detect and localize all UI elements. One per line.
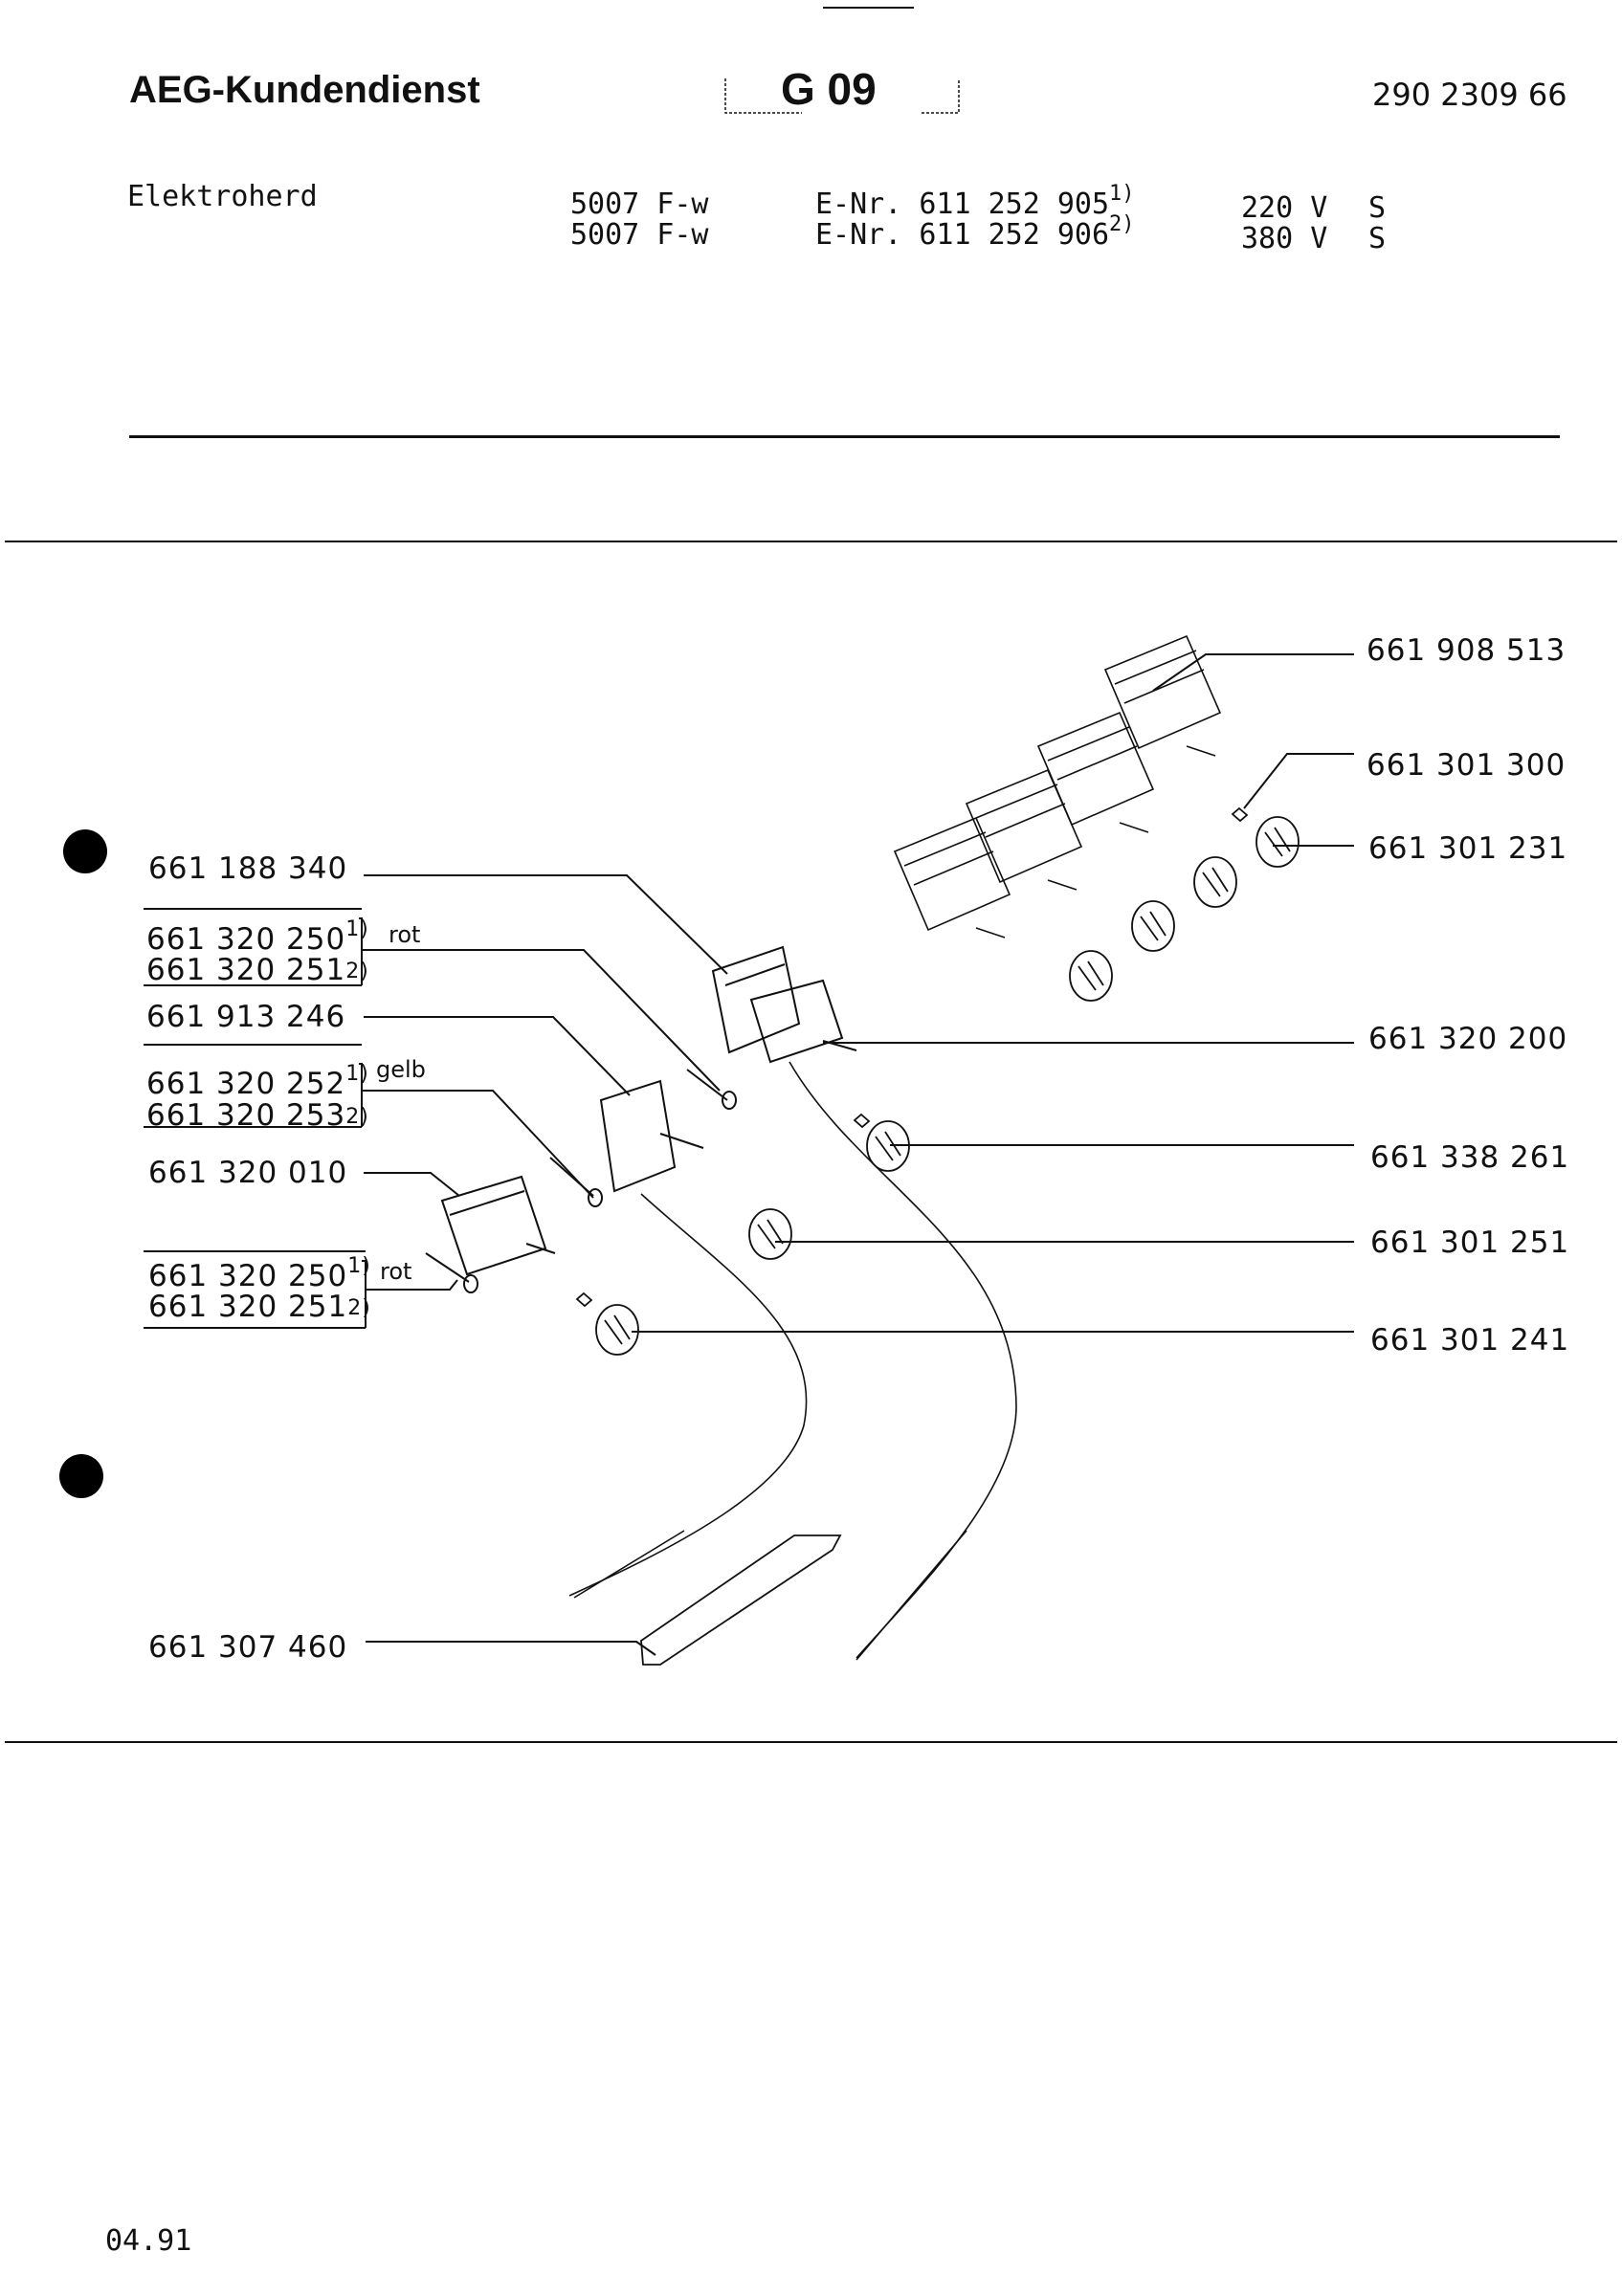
variant-2-model: 5007 F-w: [570, 218, 709, 252]
variant-1-voltage: 220 V: [1241, 191, 1328, 225]
part-label: 661 307 460: [148, 1630, 348, 1665]
part-label: 661 320 2512): [148, 1290, 371, 1324]
variant-2-class: S: [1368, 222, 1387, 255]
document-number: 290 2309 66: [1372, 77, 1567, 113]
part-label: 661 320 2512): [146, 953, 369, 987]
wire-color-label: rot: [380, 1258, 412, 1285]
part-label: 661 913 246: [146, 1000, 346, 1034]
group-code: G 09: [781, 64, 877, 114]
punch-hole-top: [63, 829, 107, 873]
part-label: 661 320 200: [1368, 1022, 1568, 1056]
variant-1-model: 5007 F-w: [570, 188, 709, 221]
variant-1-class: S: [1368, 191, 1387, 225]
part-label: 661 320 010: [148, 1156, 348, 1190]
variant-1-enr: E-Nr. 611 252 9051): [815, 182, 1135, 221]
footer-date: 04.91: [105, 2224, 192, 2258]
part-label: 661 301 251: [1370, 1225, 1570, 1260]
diagram-top-rule: [5, 541, 1617, 542]
variant-2-voltage: 380 V: [1241, 222, 1328, 255]
part-label: 661 188 340: [148, 851, 348, 886]
part-label: 661 320 2501): [148, 1254, 371, 1293]
part-label: 661 320 2521): [146, 1062, 369, 1101]
brand-title: AEG-Kundendienst: [129, 69, 480, 111]
part-label: 661 301 300: [1366, 748, 1566, 783]
header-rule: [129, 435, 1560, 438]
wire-color-label: gelb: [376, 1056, 426, 1083]
part-label: 661 301 231: [1368, 831, 1568, 866]
part-label: 661 320 2501): [146, 917, 369, 957]
product-name: Elektroherd: [127, 180, 318, 213]
variant-2-enr: E-Nr. 611 252 9062): [815, 212, 1135, 252]
part-label: 661 338 261: [1370, 1140, 1570, 1175]
diagram-bottom-rule: [5, 1741, 1617, 1743]
part-label: 661 301 241: [1370, 1323, 1570, 1358]
part-label: 661 908 513: [1366, 633, 1566, 668]
wire-color-label: rot: [389, 921, 421, 948]
punch-hole-bottom: [59, 1454, 103, 1498]
